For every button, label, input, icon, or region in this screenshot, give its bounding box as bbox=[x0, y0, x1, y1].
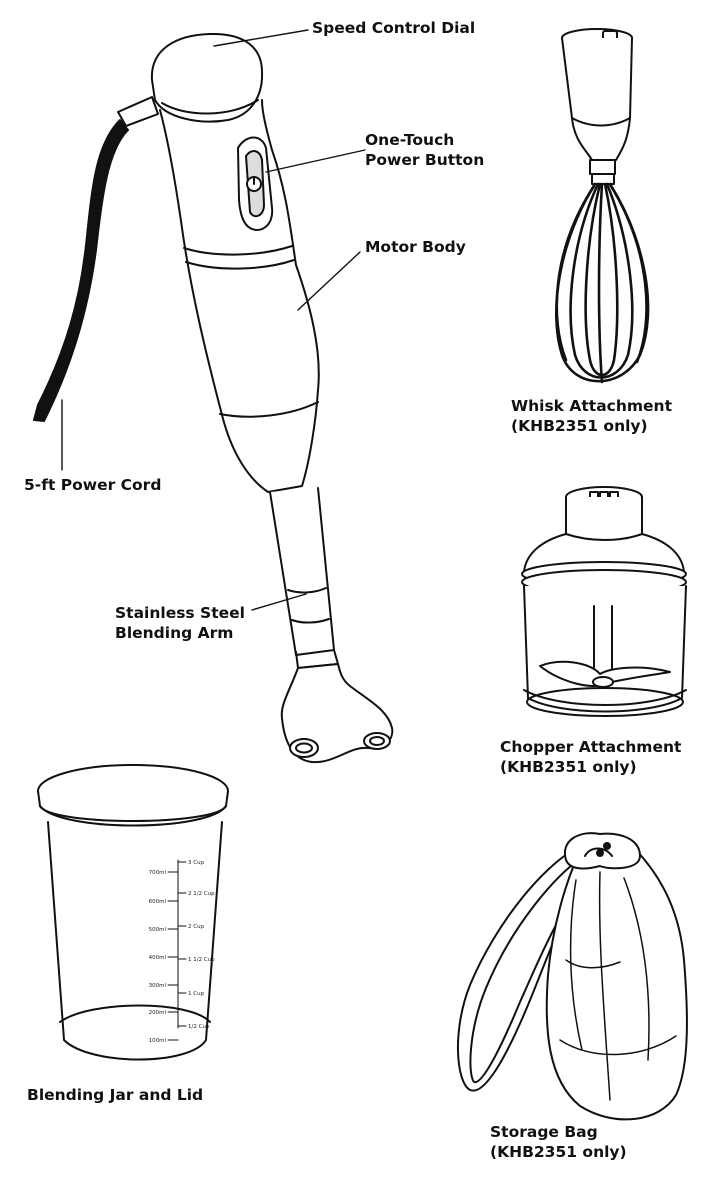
jar-cup-mark: 1 Cup bbox=[188, 991, 205, 997]
label-chopper: Chopper Attachment (KHB2351 only) bbox=[500, 738, 681, 777]
label-text: Stainless Steel bbox=[115, 604, 245, 622]
label-power-button: One-Touch Power Button bbox=[365, 131, 484, 170]
jar-ml-mark: 200ml bbox=[149, 1010, 167, 1016]
label-blending-arm: Stainless Steel Blending Arm bbox=[115, 604, 245, 643]
label-text: (KHB2351 only) bbox=[511, 416, 648, 435]
label-text: 5-ft Power Cord bbox=[24, 476, 162, 494]
storage-bag bbox=[456, 832, 688, 1121]
label-text: One-Touch bbox=[365, 131, 455, 149]
jar-ml-mark: 700ml bbox=[149, 870, 167, 876]
jar-cup-mark: 1 1/2 Cup bbox=[188, 957, 215, 963]
jar-ml-mark: 500ml bbox=[149, 927, 167, 933]
label-motor-body: Motor Body bbox=[365, 238, 466, 258]
label-text: Power Button bbox=[365, 150, 485, 169]
leader-lines bbox=[61, 29, 366, 611]
label-text: Whisk Attachment bbox=[511, 397, 672, 415]
jar-cup-mark: 3 Cup bbox=[188, 860, 205, 866]
label-text: (KHB2351 only) bbox=[490, 1142, 627, 1161]
label-power-cord: 5-ft Power Cord bbox=[24, 476, 161, 496]
label-text: Chopper Attachment bbox=[500, 738, 682, 756]
blending-jar bbox=[37, 764, 229, 1061]
jar-cup-mark: 2 Cup bbox=[188, 924, 205, 930]
jar-ml-mark: 400ml bbox=[149, 955, 167, 961]
chopper-attachment bbox=[521, 486, 687, 717]
whisk-attachment bbox=[554, 28, 650, 384]
power-cord bbox=[33, 96, 159, 422]
hand-blender bbox=[150, 32, 394, 764]
label-text: Motor Body bbox=[365, 238, 466, 256]
label-text: Speed Control Dial bbox=[312, 19, 476, 37]
jar-ml-mark: 100ml bbox=[149, 1038, 167, 1044]
jar-ml-mark: 600ml bbox=[149, 899, 167, 905]
label-text: Storage Bag bbox=[490, 1123, 598, 1141]
label-whisk: Whisk Attachment (KHB2351 only) bbox=[511, 397, 672, 436]
jar-cup-mark: 2 1/2 Cup bbox=[188, 891, 215, 897]
label-text: Blending Arm bbox=[115, 623, 234, 642]
label-storage-bag: Storage Bag (KHB2351 only) bbox=[490, 1123, 627, 1162]
label-text: Blending Jar and Lid bbox=[27, 1086, 204, 1104]
label-jar: Blending Jar and Lid bbox=[27, 1086, 203, 1106]
label-text: (KHB2351 only) bbox=[500, 757, 637, 776]
jar-cup-mark: 1/2 Cup bbox=[188, 1024, 210, 1030]
label-speed-control-dial: Speed Control Dial bbox=[312, 19, 475, 39]
jar-ml-mark: 300ml bbox=[149, 983, 167, 989]
